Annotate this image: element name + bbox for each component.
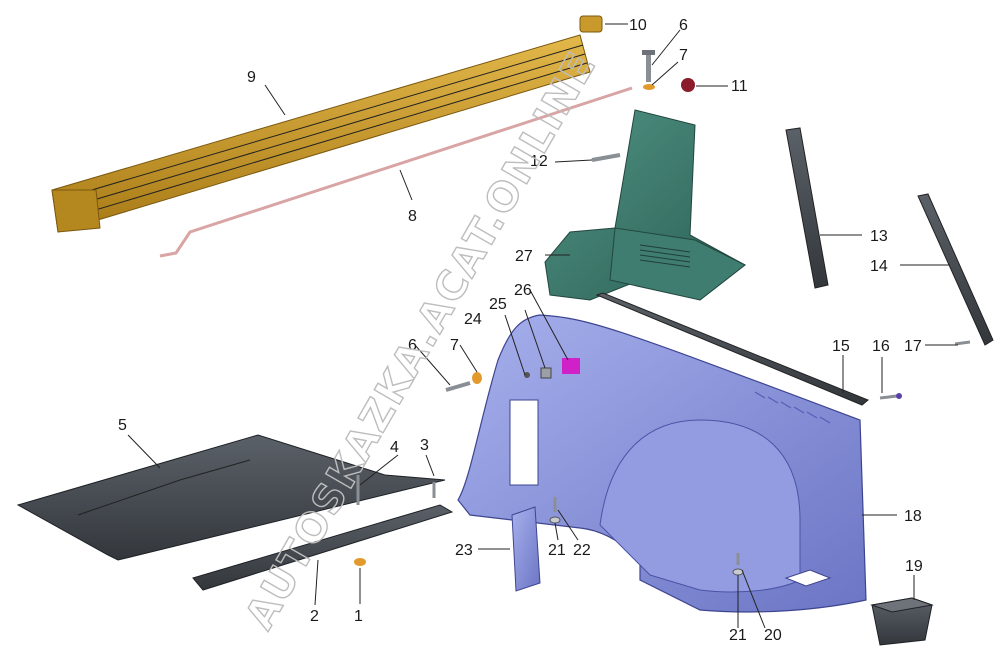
callout-19: 19 — [905, 558, 923, 575]
part-6-bolt-mid — [445, 381, 471, 392]
callout-13: 13 — [870, 228, 888, 245]
panel-vents — [754, 391, 831, 424]
part-12-bolt — [591, 153, 621, 162]
callout-21-left: 21 — [548, 542, 566, 559]
callout-1: 1 — [354, 608, 363, 625]
callout-6-mid: 6 — [408, 337, 417, 354]
callout-6-top: 6 — [679, 17, 688, 34]
part-27-bracket — [544, 109, 746, 301]
part-5-floor-mat — [16, 434, 446, 561]
callout-24: 24 — [464, 311, 482, 328]
callout-26: 26 — [514, 282, 532, 299]
callout-15: 15 — [832, 338, 850, 355]
callout-5: 5 — [118, 417, 127, 434]
callout-7-top: 7 — [679, 47, 688, 64]
part-18-side-trim-panel — [457, 314, 867, 613]
part-15-rail — [595, 292, 869, 406]
callout-labels: 9 10 6 7 11 12 8 27 13 14 17 15 16 18 19… — [118, 17, 923, 644]
callout-21-right: 21 — [729, 627, 747, 644]
part-13-trim-strip — [785, 127, 829, 289]
callout-23: 23 — [455, 542, 473, 559]
callout-4: 4 — [390, 439, 399, 456]
part-21-washer-right — [732, 568, 744, 576]
leader-lines — [127, 23, 958, 629]
callout-22: 22 — [573, 542, 591, 559]
part-24-clip — [524, 372, 530, 378]
part-21-washer-left — [549, 516, 561, 524]
part-1-cap — [354, 558, 366, 566]
part-10-clip — [579, 15, 603, 33]
part-26-label — [562, 358, 580, 374]
callout-11: 11 — [731, 78, 748, 95]
callout-7-mid: 7 — [450, 337, 459, 354]
part-14-trim-strip — [917, 193, 994, 346]
part-25-clip — [540, 367, 552, 379]
bracket-vents — [639, 244, 691, 268]
callout-18: 18 — [904, 508, 922, 525]
part-17-screw — [954, 340, 971, 346]
part-16-bolt — [879, 393, 902, 400]
part-7-washer-top — [643, 84, 655, 90]
callout-16: 16 — [872, 338, 890, 355]
part-7-washer-mid — [472, 372, 482, 384]
callout-12: 12 — [530, 153, 548, 170]
part-19-storage-bin — [870, 597, 934, 646]
callout-17: 17 — [904, 338, 922, 355]
callout-25: 25 — [489, 296, 507, 313]
callout-20: 20 — [764, 627, 782, 644]
callout-14: 14 — [870, 258, 888, 275]
part-8-rod — [159, 86, 633, 258]
callout-3: 3 — [420, 437, 429, 454]
part-23-pad — [511, 506, 541, 592]
callout-2: 2 — [310, 608, 319, 625]
callout-9: 9 — [247, 69, 256, 86]
callout-10: 10 — [629, 17, 647, 34]
part-9-ribbed-mat — [51, 34, 591, 233]
part-2-sill-strip — [192, 504, 454, 591]
callout-27: 27 — [515, 248, 533, 265]
callout-8: 8 — [408, 208, 417, 225]
part-11-plug — [681, 78, 695, 92]
part-6-bolt-top — [642, 50, 655, 82]
